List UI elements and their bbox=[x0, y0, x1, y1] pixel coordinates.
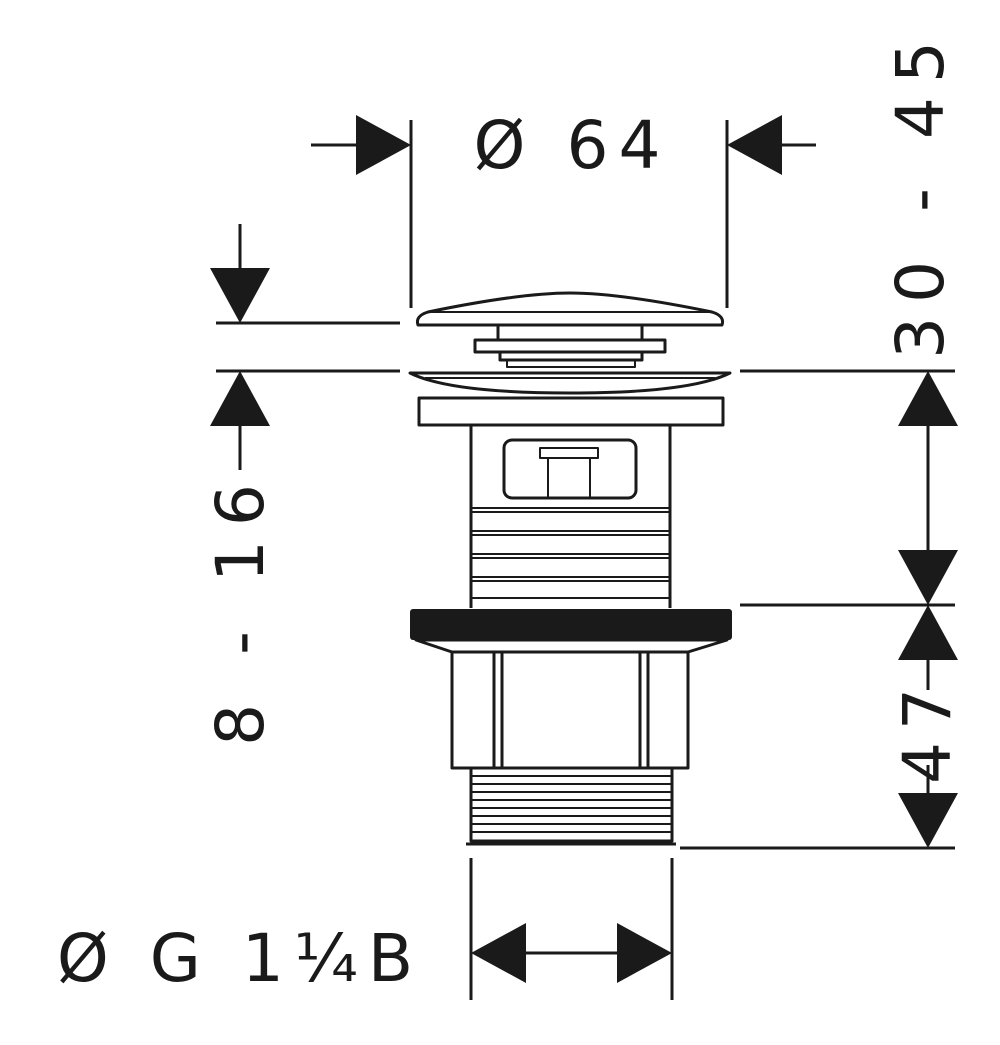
arrowhead-down-right bbox=[898, 550, 958, 605]
label-diameter-64: Ø 64 bbox=[474, 107, 671, 184]
dimension-thread: Ø G 1¼B bbox=[57, 858, 674, 1000]
hex-nut bbox=[414, 638, 729, 770]
arrowhead-right bbox=[356, 115, 411, 175]
arrowhead-up-right bbox=[898, 371, 958, 426]
label-30-45: 30 - 45 bbox=[882, 27, 959, 359]
arrowhead-up bbox=[210, 371, 270, 426]
dimension-right-upper bbox=[740, 369, 958, 607]
dimension-height-range: 30 - 45 bbox=[882, 27, 959, 359]
arrowhead-left bbox=[727, 115, 782, 175]
dimension-diameter-top: Ø 64 bbox=[311, 107, 816, 308]
arrowhead-down-lower bbox=[898, 793, 958, 848]
waste-valve-drawing bbox=[408, 291, 732, 846]
dimension-lower-height: 47 bbox=[680, 605, 966, 850]
valve-body bbox=[469, 425, 672, 608]
body-ribs bbox=[471, 507, 670, 599]
slot-bar bbox=[539, 447, 599, 459]
label-8-16: 8 - 16 bbox=[202, 470, 279, 746]
cap-neck bbox=[473, 325, 667, 368]
dimension-plate-range: 8 - 16 bbox=[202, 224, 400, 746]
arrowhead-thread-left bbox=[471, 923, 526, 983]
basin-flange bbox=[408, 371, 732, 395]
arrowhead-up-lower bbox=[898, 605, 958, 660]
label-thread: Ø G 1¼B bbox=[57, 920, 423, 997]
black-washer bbox=[410, 609, 732, 640]
dome-cap bbox=[416, 291, 724, 327]
arrowhead-down bbox=[210, 268, 270, 323]
overflow-slot bbox=[502, 438, 638, 500]
label-47: 47 bbox=[889, 676, 966, 784]
threaded-tail bbox=[466, 766, 676, 846]
arrowhead-thread-right bbox=[617, 923, 672, 983]
seal-plate bbox=[417, 396, 725, 427]
